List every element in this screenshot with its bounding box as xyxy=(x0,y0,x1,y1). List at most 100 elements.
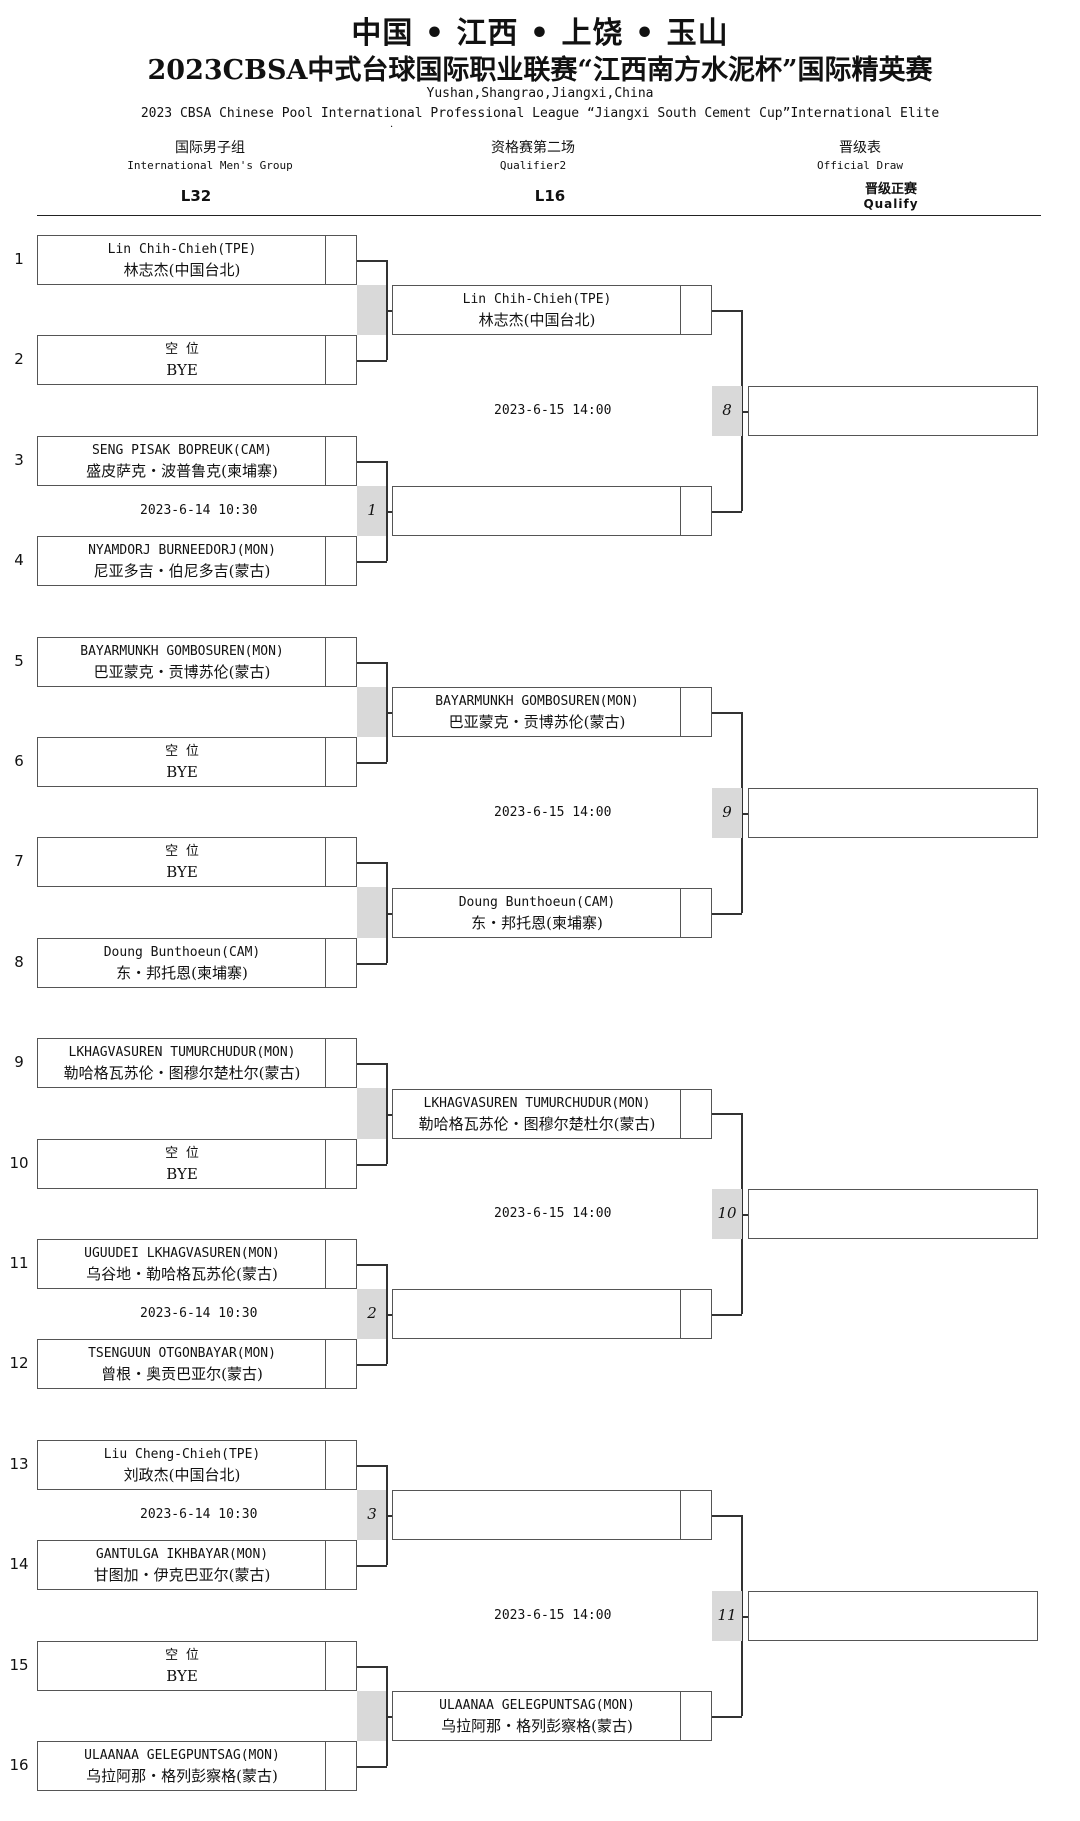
player-entry-9-score-cell[interactable] xyxy=(325,1039,356,1087)
round2-entry-8-score-cell[interactable] xyxy=(680,1692,711,1740)
player-entry-16[interactable]: ULAANAA GELEGPUNTSAG(MON)乌拉阿那・格列彭察格(蒙古) xyxy=(37,1741,357,1791)
player-entry-3-score-cell[interactable] xyxy=(325,437,356,485)
player-entry-6-name-en: 空 位 xyxy=(165,744,199,759)
player-entry-15-score-cell[interactable] xyxy=(325,1642,356,1690)
player-entry-5-name-en: BAYARMUNKH GOMBOSUREN(MON) xyxy=(80,644,284,659)
player-entry-13-score-cell[interactable] xyxy=(325,1441,356,1489)
player-entry-11[interactable]: UGUUDEI LKHAGVASUREN(MON)乌谷地・勒哈格瓦苏伦(蒙古) xyxy=(37,1239,357,1289)
bracket-line xyxy=(386,1063,388,1164)
round2-entry-4-score-cell[interactable] xyxy=(680,889,711,937)
bracket-line xyxy=(387,712,392,714)
player-entry-6[interactable]: 空 位 BYE xyxy=(37,737,357,787)
player-entry-16-name: ULAANAA GELEGPUNTSAG(MON)乌拉阿那・格列彭察格(蒙古) xyxy=(38,1742,326,1790)
round2-entry-5[interactable]: LKHAGVASUREN TUMURCHUDUR(MON)勒哈格瓦苏伦・图穆尔楚… xyxy=(392,1089,712,1139)
player-entry-9-name: LKHAGVASUREN TUMURCHUDUR(MON)勒哈格瓦苏伦・图穆尔楚… xyxy=(38,1039,326,1087)
player-entry-4-score-cell[interactable] xyxy=(325,537,356,585)
round2-entry-2[interactable] xyxy=(392,486,712,536)
player-entry-14[interactable]: GANTULGA IKHBAYAR(MON)甘图加・伊克巴亚尔(蒙古) xyxy=(37,1540,357,1590)
round2-entry-5-name-cn: 勒哈格瓦苏伦・图穆尔楚杜尔(蒙古) xyxy=(418,1115,656,1133)
player-entry-4[interactable]: NYAMDORJ BURNEEDORJ(MON)尼亚多吉・伯尼多吉(蒙古) xyxy=(37,536,357,586)
seed-number: 14 xyxy=(9,1555,29,1573)
bracket-line xyxy=(357,963,387,965)
round2-entry-6-score-cell[interactable] xyxy=(680,1290,711,1338)
round-label-l32: L32 xyxy=(180,187,212,205)
qualify-label: 晋级正赛 Qualify xyxy=(761,178,1021,211)
player-entry-2-score-cell[interactable] xyxy=(325,336,356,384)
round2-entry-1[interactable]: Lin Chih-Chieh(TPE)林志杰(中国台北) xyxy=(392,285,712,335)
qualifier-result-box[interactable] xyxy=(748,788,1038,838)
match-number: 8 xyxy=(722,401,732,419)
player-entry-14-score-cell[interactable] xyxy=(325,1541,356,1589)
player-entry-6-score-cell[interactable] xyxy=(325,738,356,786)
player-entry-12[interactable]: TSENGUUN OTGONBAYAR(MON)曾根・奥贡巴亚尔(蒙古) xyxy=(37,1339,357,1389)
round2-entry-1-score-cell[interactable] xyxy=(680,286,711,334)
player-entry-1-score-cell[interactable] xyxy=(325,236,356,284)
round2-entry-3-name: BAYARMUNKH GOMBOSUREN(MON)巴亚蒙克・贡博苏伦(蒙古) xyxy=(393,688,681,736)
round2-entry-6[interactable] xyxy=(392,1289,712,1339)
qualifier-result-box[interactable] xyxy=(748,1189,1038,1239)
player-entry-1-name: Lin Chih-Chieh(TPE)林志杰(中国台北) xyxy=(38,236,326,284)
bracket-line xyxy=(357,260,387,262)
round2-entry-3-score-cell[interactable] xyxy=(680,688,711,736)
player-entry-8-score-cell[interactable] xyxy=(325,939,356,987)
round2-entry-3[interactable]: BAYARMUNKH GOMBOSUREN(MON)巴亚蒙克・贡博苏伦(蒙古) xyxy=(392,687,712,737)
bracket-line xyxy=(357,1565,387,1567)
seed-number: 15 xyxy=(9,1656,29,1674)
player-entry-11-name-cn: 乌谷地・勒哈格瓦苏伦(蒙古) xyxy=(86,1265,278,1283)
bracket-line xyxy=(357,1465,387,1467)
draw-label-cn: 晋级表 xyxy=(839,140,881,156)
qualifier-result-box[interactable] xyxy=(748,1591,1038,1641)
title-line2: 2023CBSA中式台球国际职业联赛“江西南方水泥杯”国际精英赛 xyxy=(147,55,933,86)
round2-entry-7[interactable] xyxy=(392,1490,712,1540)
seed-number: 12 xyxy=(9,1354,29,1372)
bracket-line xyxy=(386,1465,388,1565)
bracket-line xyxy=(387,1314,392,1316)
player-entry-11-name: UGUUDEI LKHAGVASUREN(MON)乌谷地・勒哈格瓦苏伦(蒙古) xyxy=(38,1240,326,1288)
stray-dot: · xyxy=(390,122,394,133)
bracket-line xyxy=(357,1766,387,1768)
bracket-line xyxy=(357,461,387,463)
player-entry-10-score-cell[interactable] xyxy=(325,1140,356,1188)
bracket-line xyxy=(357,1364,387,1366)
seed-number: 13 xyxy=(9,1455,29,1473)
player-entry-1[interactable]: Lin Chih-Chieh(TPE)林志杰(中国台北) xyxy=(37,235,357,285)
round2-entry-7-score-cell[interactable] xyxy=(680,1491,711,1539)
player-entry-11-score-cell[interactable] xyxy=(325,1240,356,1288)
player-entry-3[interactable]: SENG PISAK BOPREUK(CAM)盛皮萨克・波普鲁克(柬埔寨) xyxy=(37,436,357,486)
player-entry-12-name-cn: 曾根・奥贡巴亚尔(蒙古) xyxy=(101,1365,263,1383)
qualify-label-cn: 晋级正赛 xyxy=(864,182,917,197)
player-entry-7-score-cell[interactable] xyxy=(325,838,356,886)
bracket-line xyxy=(387,310,392,312)
player-entry-1-name-cn: 林志杰(中国台北) xyxy=(123,261,241,279)
player-entry-13[interactable]: Liu Cheng-Chieh(TPE)刘政杰(中国台北) xyxy=(37,1440,357,1490)
bracket-line xyxy=(357,1063,387,1065)
match-number-box xyxy=(357,1691,387,1741)
round2-entry-2-score-cell[interactable] xyxy=(680,487,711,535)
player-entry-9[interactable]: LKHAGVASUREN TUMURCHUDUR(MON)勒哈格瓦苏伦・图穆尔楚… xyxy=(37,1038,357,1088)
round2-entry-4[interactable]: Doung Bunthoeun(CAM)东・邦托恩(柬埔寨) xyxy=(392,888,712,938)
player-entry-6-name-cn: BYE xyxy=(166,763,198,781)
round2-entry-3-name-cn: 巴亚蒙克・贡博苏伦(蒙古) xyxy=(448,713,626,731)
qualifier-result-box[interactable] xyxy=(748,386,1038,436)
player-entry-12-score-cell[interactable] xyxy=(325,1340,356,1388)
round2-entry-5-score-cell[interactable] xyxy=(680,1090,711,1138)
round2-entry-4-name-en: Doung Bunthoeun(CAM) xyxy=(458,895,616,910)
bracket-line xyxy=(387,1114,392,1116)
seed-number: 8 xyxy=(14,953,24,971)
player-entry-16-score-cell[interactable] xyxy=(325,1742,356,1790)
bracket-line xyxy=(712,310,742,312)
match-time: 2023-6-15 14:00 xyxy=(494,1608,612,1623)
player-entry-5[interactable]: BAYARMUNKH GOMBOSUREN(MON)巴亚蒙克・贡博苏伦(蒙古) xyxy=(37,637,357,687)
bracket-line xyxy=(387,511,392,513)
player-entry-5-score-cell[interactable] xyxy=(325,638,356,686)
round2-entry-8[interactable]: ULAANAA GELEGPUNTSAG(MON)乌拉阿那・格列彭察格(蒙古) xyxy=(392,1691,712,1741)
player-entry-8-name: Doung Bunthoeun(CAM)东・邦托恩(柬埔寨) xyxy=(38,939,326,987)
match-number-box xyxy=(712,1189,742,1239)
player-entry-8[interactable]: Doung Bunthoeun(CAM)东・邦托恩(柬埔寨) xyxy=(37,938,357,988)
player-entry-14-name-cn: 甘图加・伊克巴亚尔(蒙古) xyxy=(93,1566,271,1584)
